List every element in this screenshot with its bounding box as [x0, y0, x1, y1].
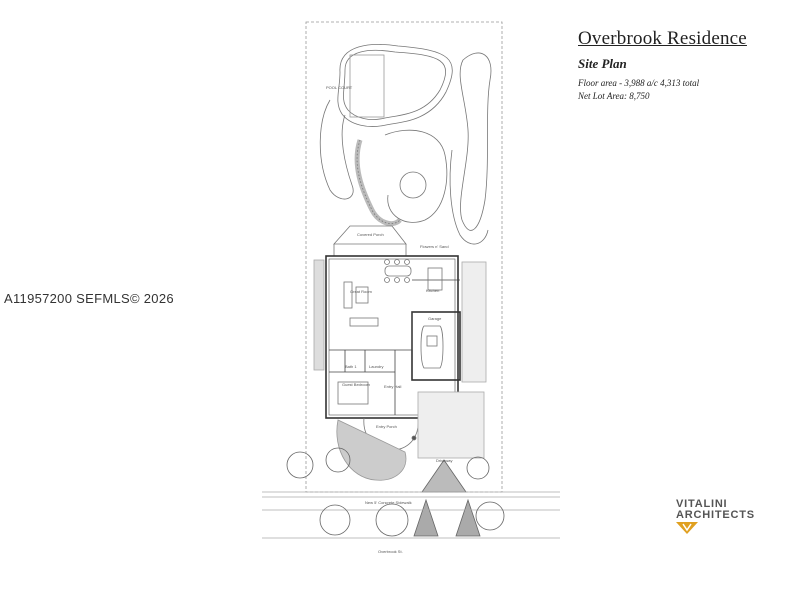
label-driveway: Driveway [436, 458, 452, 463]
planting-bed-left [313, 259, 325, 371]
label-bath: Bath 1 [345, 364, 357, 369]
label-laundry: Laundry [369, 364, 383, 369]
trees [286, 447, 505, 537]
house-walls [325, 255, 459, 419]
driveway-hatch [417, 391, 485, 459]
label-flowers-sand: Flowers n' Sand [420, 244, 449, 249]
garden-walk-edge [356, 139, 401, 224]
driveway-flare-left [413, 498, 439, 537]
garden-walk [354, 139, 402, 227]
pool-outline [343, 49, 446, 120]
label-covered-porch: Covered Porch [357, 232, 384, 237]
lawn-curve [319, 99, 354, 200]
pool-coping [337, 44, 453, 127]
logo-line2: ARCHITECTS [676, 509, 755, 521]
title-block: Overbrook Residence Site Plan Floor area… [578, 28, 747, 103]
label-pool-court: POOL COURT [326, 85, 353, 90]
covered-porch [333, 225, 407, 245]
label-entry-hall: Entry Hall [384, 384, 401, 389]
spa-rect [349, 54, 385, 118]
project-title: Overbrook Residence [578, 28, 747, 49]
sofa [343, 281, 353, 309]
mls-watermark: A11957200 SEFMLS© 2026 [4, 291, 174, 306]
front-walk [336, 419, 407, 481]
label-garage: Garage [428, 316, 442, 321]
floor-area: Floor area - 3,988 a/c 4,313 total [578, 78, 700, 88]
dining-table [384, 265, 412, 277]
logo-line1: VITALINI [676, 498, 728, 510]
kitchen-island [427, 267, 443, 291]
label-street: Overbrook St. [378, 549, 403, 554]
side-path-2 [449, 149, 489, 245]
driveway-apron [421, 459, 467, 493]
lot-boundary [305, 21, 503, 493]
side-path [459, 52, 492, 231]
car [420, 325, 444, 369]
label-entry-porch: Entry Porch [376, 424, 397, 429]
fountain [399, 171, 427, 199]
planting-bed-right [461, 261, 487, 383]
label-guest-bedroom: Guest Bedroom [342, 382, 371, 387]
sofa-2 [349, 317, 379, 327]
lot-area: Net Lot Area: 8,750 [578, 91, 650, 101]
coffee-table [355, 286, 369, 304]
driveway-flare-right [455, 498, 481, 537]
label-great-room: Great Room [350, 289, 372, 294]
house-walls-inner [328, 258, 456, 416]
drawing-subtitle: Site Plan [578, 56, 627, 71]
label-sidewalk: New 5' Concrete Sidewalk [365, 500, 412, 505]
logo-mark-icon [676, 522, 698, 534]
architects-logo: VITALINI ARCHITECTS [676, 498, 755, 534]
lawn-curve-2 [384, 129, 448, 223]
bed [337, 381, 369, 405]
label-kitchen: Kitchen [426, 288, 439, 293]
